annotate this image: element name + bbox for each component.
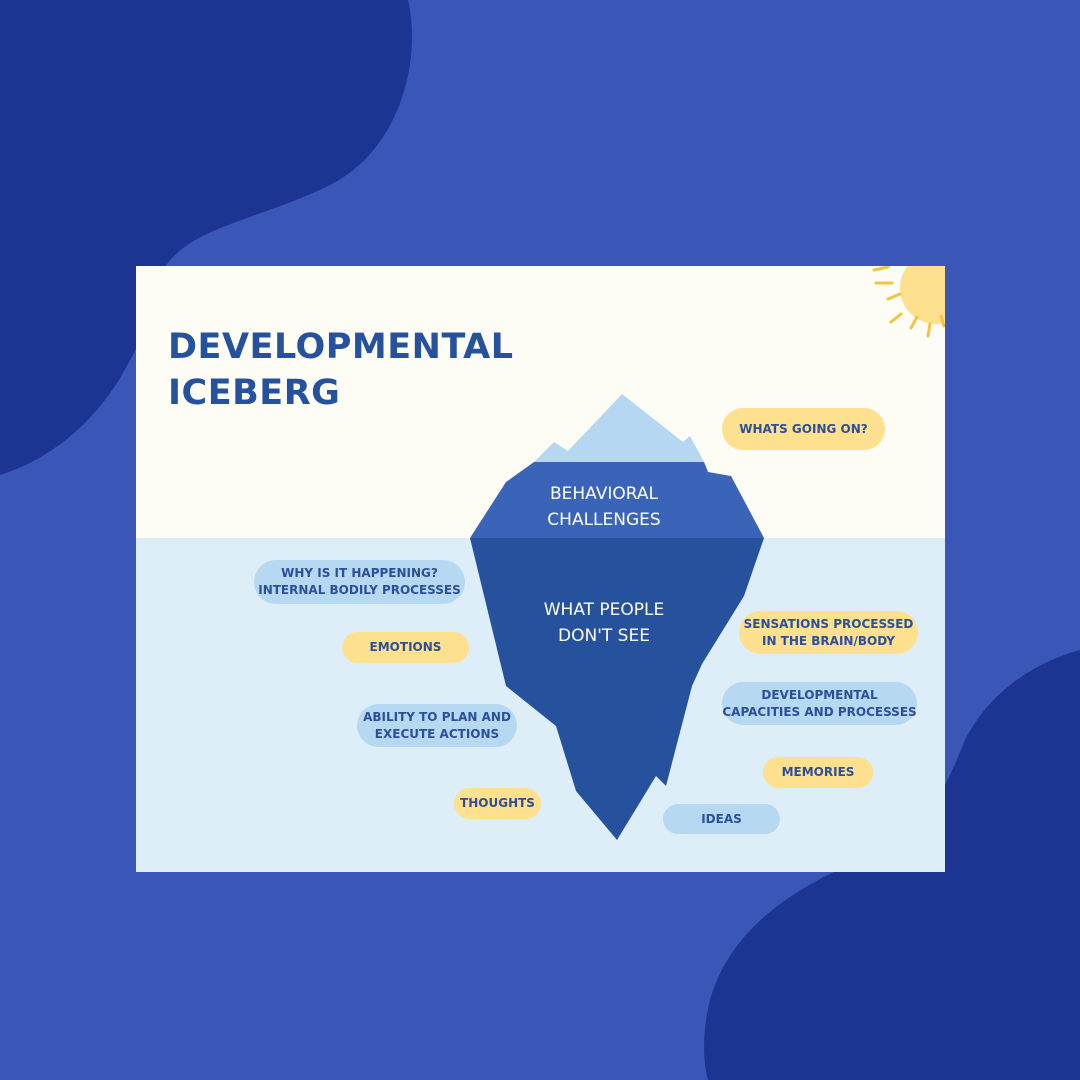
label-ideas: IDEAS — [663, 804, 780, 834]
label-ability-to-plan: ABILITY TO PLAN AND EXECUTE ACTIONS — [357, 704, 517, 747]
iceberg-diagram — [470, 266, 945, 840]
iceberg-tip — [534, 394, 704, 462]
sun-icon — [872, 266, 945, 338]
title-line-1: DEVELOPMENTAL — [168, 327, 514, 367]
label-memories: MEMORIES — [763, 757, 873, 788]
label-emotions: EMOTIONS — [342, 632, 469, 663]
iceberg-above-water — [470, 462, 764, 538]
page-title: DEVELOPMENTAL ICEBERG — [168, 324, 514, 416]
label-sensations-processed: SENSATIONS PROCESSED IN THE BRAIN/BODY — [739, 611, 918, 654]
label-why-is-it-happening: WHY IS IT HAPPENING? INTERNAL BODILY PRO… — [254, 560, 465, 604]
what-people-dont-see-label: WHAT PEOPLE DON'T SEE — [543, 600, 665, 646]
top-left-blob — [0, 0, 412, 475]
label-developmental-capacities: DEVELOPMENTAL CAPACITIES AND PROCESSES — [722, 682, 917, 725]
behavioral-challenges-label: BEHAVIORAL CHALLENGES — [547, 484, 661, 530]
label-whats-going-on: WHATS GOING ON? — [722, 408, 885, 450]
iceberg-underwater — [470, 538, 764, 840]
iceberg-card: DEVELOPMENTAL ICEBERG BEHAVIORAL CHALLEN… — [136, 266, 945, 872]
label-thoughts: THOUGHTS — [454, 788, 541, 819]
title-line-2: ICEBERG — [168, 373, 341, 413]
